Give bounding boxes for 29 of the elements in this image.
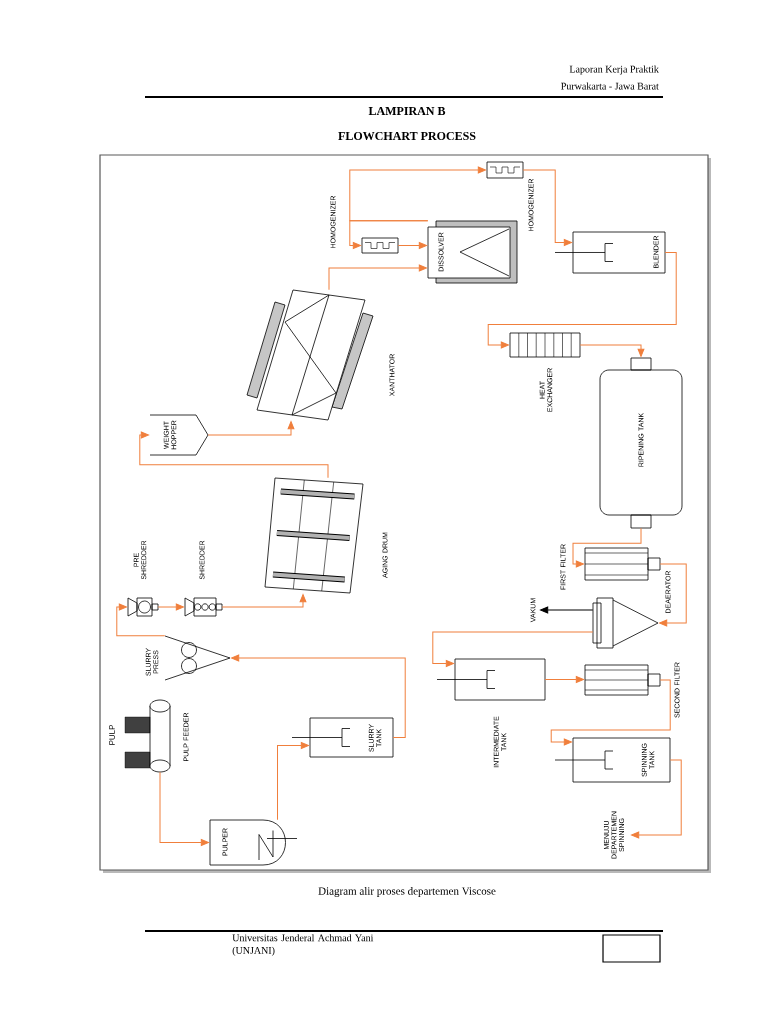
arrow [277,742,309,821]
arrow [221,594,307,608]
heading: LAMPIRAN B [368,107,446,115]
arrow [116,603,166,637]
arrow [231,654,406,738]
arrow [631,759,682,839]
header-text: Purwakarta - Jawa Barat [561,82,659,90]
arrow [544,676,584,683]
arrow [432,631,594,667]
arrow [550,679,671,746]
arrow [328,264,427,291]
heading: FLOWCHART PROCESS [338,131,476,141]
arrow [659,563,687,627]
arrow [159,771,209,846]
page-number-box [602,934,661,963]
arrow [139,431,329,479]
arrow [522,169,572,246]
arrow [487,252,677,349]
arrow [207,421,295,436]
arrow [349,166,486,222]
arrow [540,606,594,614]
equipment-label: PULP [109,725,115,745]
header-text: Laporan Kerja Praktik [569,65,659,75]
caption: Diagram alir proses departemen Viscose [318,887,496,897]
footer-text: Universitas Jenderal Achmad Yani (UNJANI) [232,934,374,956]
arrow [572,527,642,568]
arrow [579,344,645,357]
arrow [397,242,427,249]
arrow [157,603,184,611]
